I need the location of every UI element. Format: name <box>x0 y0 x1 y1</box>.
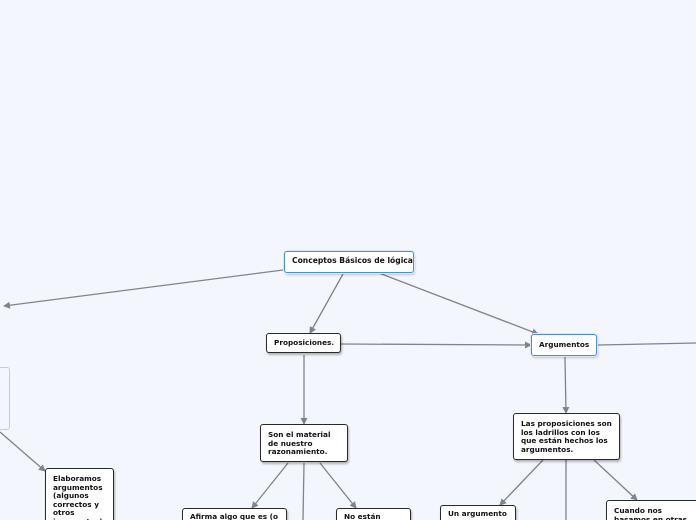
link-proposiciones-argumentos <box>340 341 532 349</box>
link-root-proposiciones <box>309 273 344 334</box>
argumentos-node[interactable]: Argumentos <box>531 334 597 356</box>
offscreen-node-left[interactable] <box>0 367 10 430</box>
link-root-argumentos <box>378 272 539 336</box>
proposiciones-node[interactable]: Proposiciones. <box>266 333 341 353</box>
ladrillos-node[interactable]: Las proposiciones son los ladrillos con … <box>513 413 620 460</box>
root-node[interactable]: Conceptos Básicos de lógica. <box>284 251 414 273</box>
link-root-left <box>3 269 284 309</box>
link-left-elaboramos <box>0 431 46 472</box>
link-material-center <box>302 462 305 520</box>
link-material-afirma <box>251 462 289 509</box>
afirma-node[interactable]: Afirma algo que es (o <box>182 508 287 520</box>
link-material-noestan <box>319 462 357 509</box>
material-node[interactable]: Son el material de nuestro razonamiento. <box>260 424 348 462</box>
link-ladrillos-unargumento <box>499 459 544 506</box>
elaboramos-node[interactable]: Elaboramos argumentos (algunos correctos… <box>45 468 114 520</box>
link-ladrillos-cuando <box>593 459 638 501</box>
link-argumentos-right <box>597 342 696 346</box>
link-argumentos-ladrillos <box>562 356 570 414</box>
noestan-node[interactable]: No están <box>336 508 411 520</box>
unargumento-node[interactable]: Un argumento <box>440 505 516 520</box>
cuando-node[interactable]: Cuando nos basamos en otras proposicione… <box>606 500 696 520</box>
